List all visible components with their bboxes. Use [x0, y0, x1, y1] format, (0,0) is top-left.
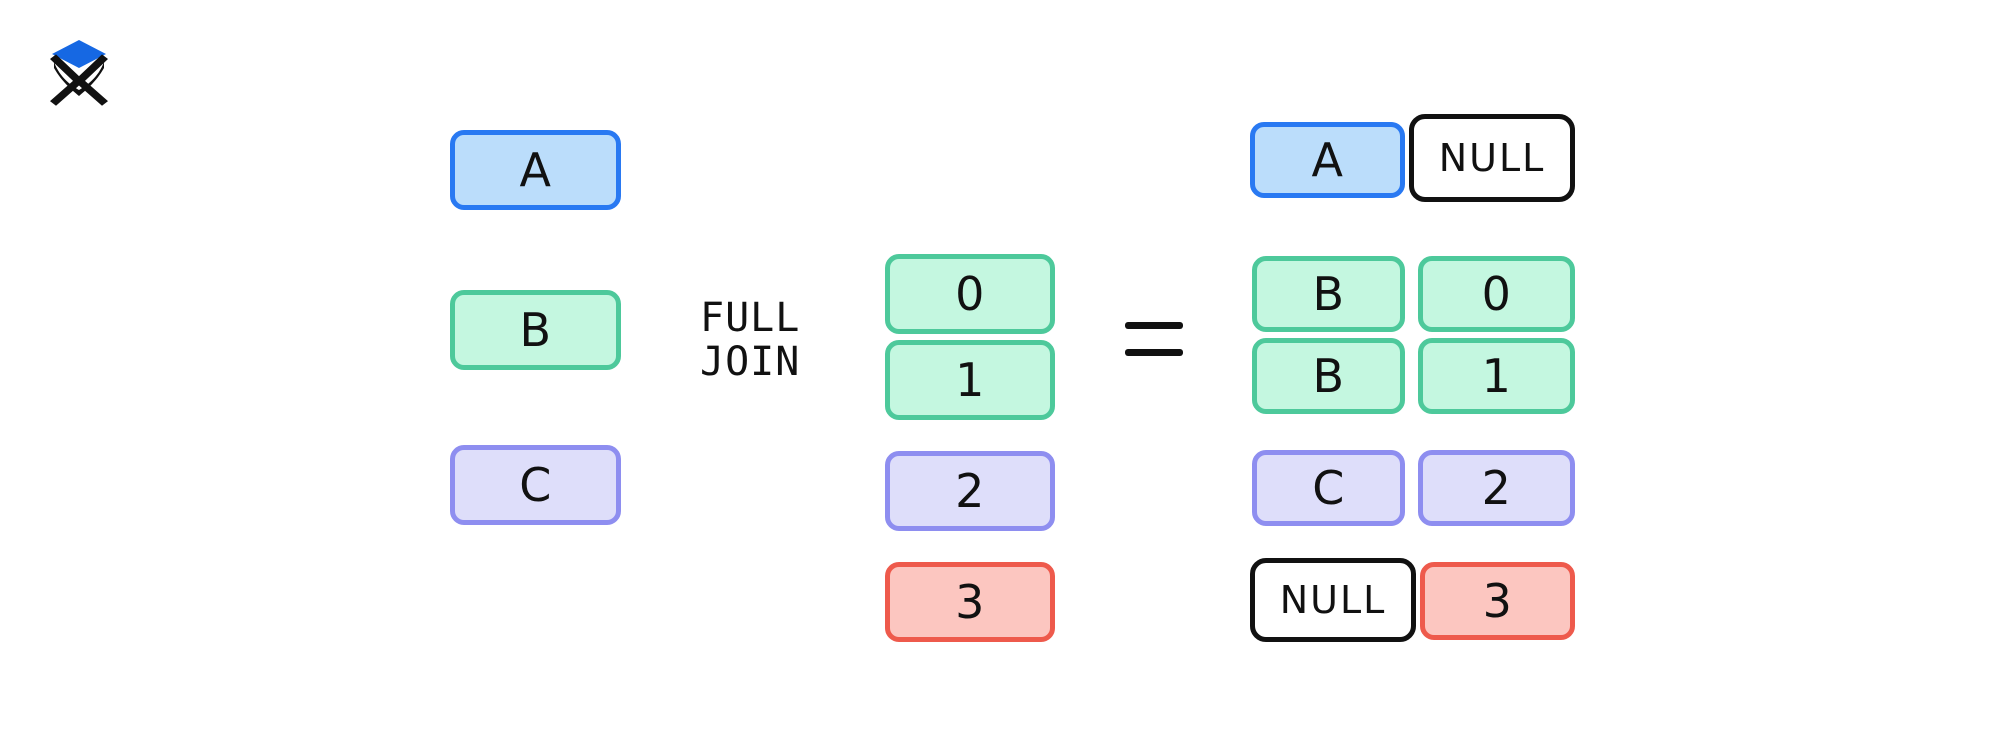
result-row-4-right[interactable]: 3 — [1420, 562, 1575, 640]
right-row-2[interactable]: 2 — [885, 451, 1055, 531]
result-row-0-left[interactable]: A — [1250, 122, 1405, 198]
x-diamond-logo — [44, 34, 114, 118]
left-row-1[interactable]: B — [450, 290, 621, 370]
result-row-2-left[interactable]: B — [1252, 338, 1405, 414]
result-row-3-left[interactable]: C — [1252, 450, 1405, 526]
join-operator-label: FULL JOIN — [700, 295, 801, 385]
left-row-0[interactable]: A — [450, 130, 621, 210]
result-row-1-right[interactable]: 0 — [1418, 256, 1575, 332]
result-row-2-right[interactable]: 1 — [1418, 338, 1575, 414]
equals-icon — [1125, 322, 1183, 356]
result-row-4-left[interactable]: NULL — [1250, 558, 1416, 642]
result-row-1-left[interactable]: B — [1252, 256, 1405, 332]
result-row-0-right[interactable]: NULL — [1409, 114, 1575, 202]
right-row-3[interactable]: 3 — [885, 562, 1055, 642]
left-row-2[interactable]: C — [450, 445, 621, 525]
result-row-3-right[interactable]: 2 — [1418, 450, 1575, 526]
right-row-0[interactable]: 0 — [885, 254, 1055, 334]
right-row-1[interactable]: 1 — [885, 340, 1055, 420]
